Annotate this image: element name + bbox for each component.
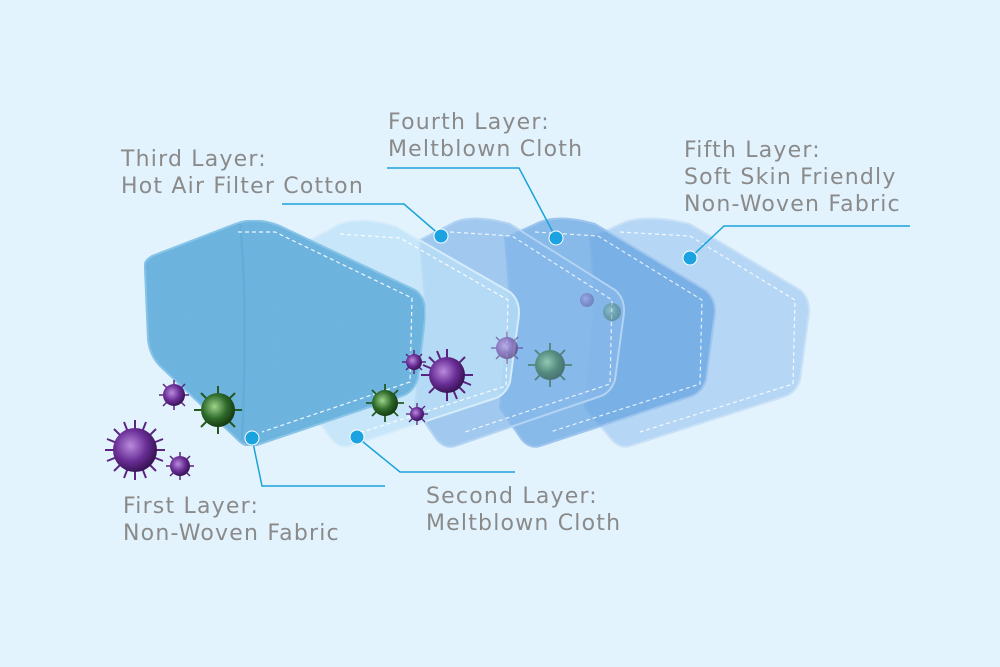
marker-dot-first	[244, 430, 260, 446]
label-fourth-layer: Fourth Layer: Meltblown Cloth	[388, 109, 583, 163]
label-second-layer: Second Layer: Meltblown Cloth	[426, 483, 621, 537]
leader-line-first	[251, 437, 385, 487]
virus-purple-small	[402, 350, 426, 374]
virus-purple-small	[166, 452, 194, 480]
virus-green-faded	[603, 303, 621, 321]
label-third-layer-desc: Hot Air Filter Cotton	[121, 174, 364, 199]
layer-panel-first	[143, 219, 427, 447]
virus-purple-large	[105, 420, 165, 480]
label-first-layer-desc: Non-Woven Fabric	[123, 521, 340, 546]
virus-green	[194, 386, 242, 434]
leader-line-fourth	[387, 167, 557, 239]
label-fifth-layer-desc-2: Non-Woven Fabric	[684, 192, 901, 217]
leader-line-second	[356, 436, 515, 473]
label-fourth-layer-title: Fourth Layer:	[388, 110, 550, 135]
virus-purple-small	[159, 380, 189, 410]
virus-particles	[105, 293, 621, 480]
label-fourth-layer-desc: Meltblown Cloth	[388, 137, 584, 162]
label-first-layer-title: First Layer:	[123, 494, 260, 519]
label-fifth-layer-desc-1: Soft Skin Friendly	[684, 165, 897, 190]
label-first-layer: First Layer: Non-Woven Fabric	[123, 493, 340, 547]
leader-line-third	[282, 203, 442, 237]
leader-line-fifth	[689, 225, 910, 259]
virus-green-faded	[528, 343, 572, 387]
label-fifth-layer: Fifth Layer: Soft Skin Friendly Non-Wove…	[684, 137, 901, 218]
virus-purple-faded	[491, 332, 523, 364]
virus-purple-faded	[580, 293, 594, 307]
virus-green	[366, 384, 404, 422]
label-third-layer: Third Layer: Hot Air Filter Cotton	[121, 146, 364, 200]
label-second-layer-desc: Meltblown Cloth	[426, 511, 622, 536]
label-fifth-layer-title: Fifth Layer:	[684, 138, 821, 163]
virus-purple-small	[406, 403, 428, 425]
marker-dots	[244, 228, 698, 446]
virus-purple	[421, 349, 473, 401]
leader-lines	[251, 167, 910, 487]
marker-dot-second	[349, 429, 365, 445]
label-third-layer-title: Third Layer:	[121, 147, 267, 172]
marker-dot-third	[433, 228, 449, 244]
marker-dot-fifth	[682, 250, 698, 266]
label-second-layer-title: Second Layer:	[426, 484, 598, 509]
marker-dot-fourth	[548, 230, 564, 246]
